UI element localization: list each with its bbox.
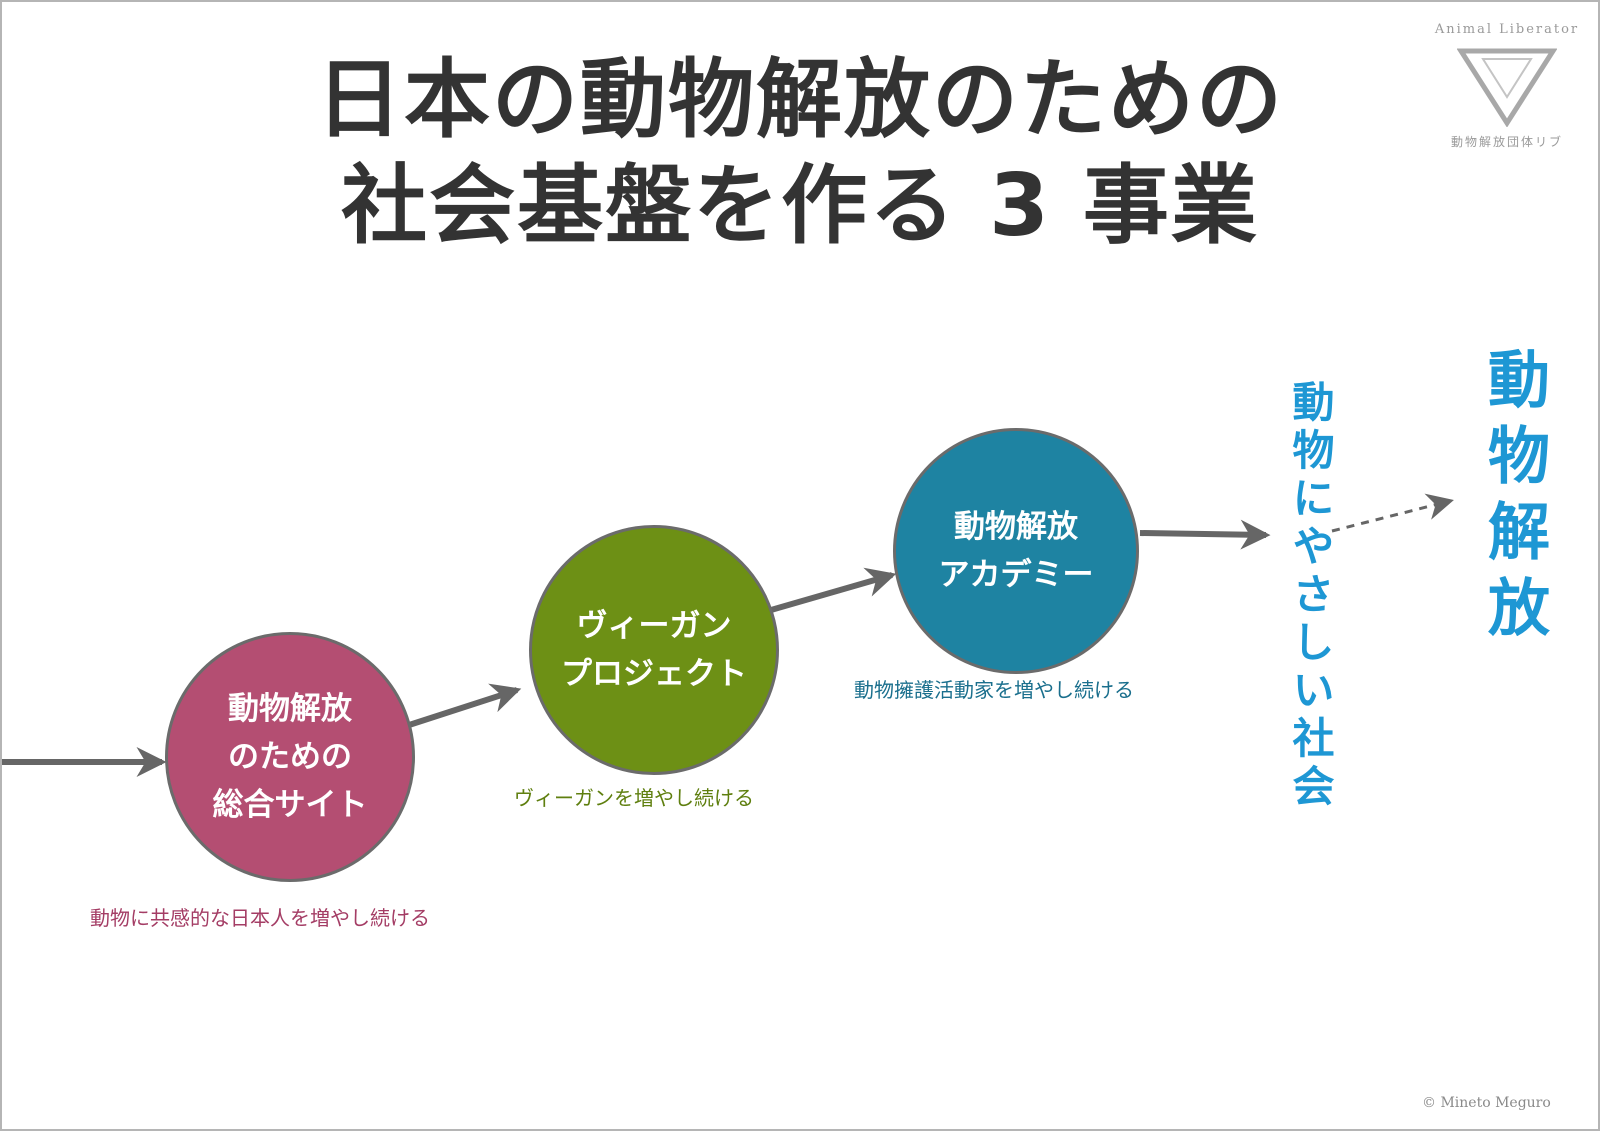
logo-japanese-name: 動物解放団体リブ [1450, 135, 1563, 149]
triangle-icon [1457, 48, 1557, 127]
step-label-academy: 動物解放 アカデミー [938, 509, 1094, 593]
outcome-animal-friendly-society: 動物にやさしい社会 [1286, 380, 1335, 812]
logo-english-name: Animal Liberator [1434, 22, 1580, 37]
step-circle-academy: 動物解放 アカデミー [893, 428, 1139, 674]
step-circle-general-site: 動物解放 のための 総合サイト [165, 632, 415, 882]
step-circle-vegan-project: ヴィーガン プロジェクト [529, 525, 779, 775]
step-label-vegan-project: ヴィーガン プロジェクト [561, 608, 747, 692]
dotted-arrow-to-liberation [1331, 493, 1454, 533]
outcome-animal-liberation: 動物解放 [1477, 347, 1550, 651]
copyright-notice: © Mineto Meguro [1422, 1095, 1551, 1111]
organization-logo: Animal Liberator 動物解放団体リブ [1422, 22, 1592, 150]
arrow-academy-to-society [1139, 519, 1271, 550]
page-title-line-2: 社会基盤を作る 3 事業 [341, 156, 1259, 256]
step-label-general-site: 動物解放 のための 総合サイト [212, 691, 368, 823]
step-caption-academy: 動物擁護活動家を増やし続ける [854, 678, 1134, 702]
arrow-vegan-to-academy [770, 567, 897, 613]
page-title-line-1: 日本の動物解放のための [316, 50, 1284, 150]
step-caption-vegan-project: ヴィーガンを増やし続ける [514, 786, 754, 810]
arrow-site-to-vegan [405, 683, 522, 729]
step-caption-general-site: 動物に共感的な日本人を増やし続ける [90, 906, 430, 930]
